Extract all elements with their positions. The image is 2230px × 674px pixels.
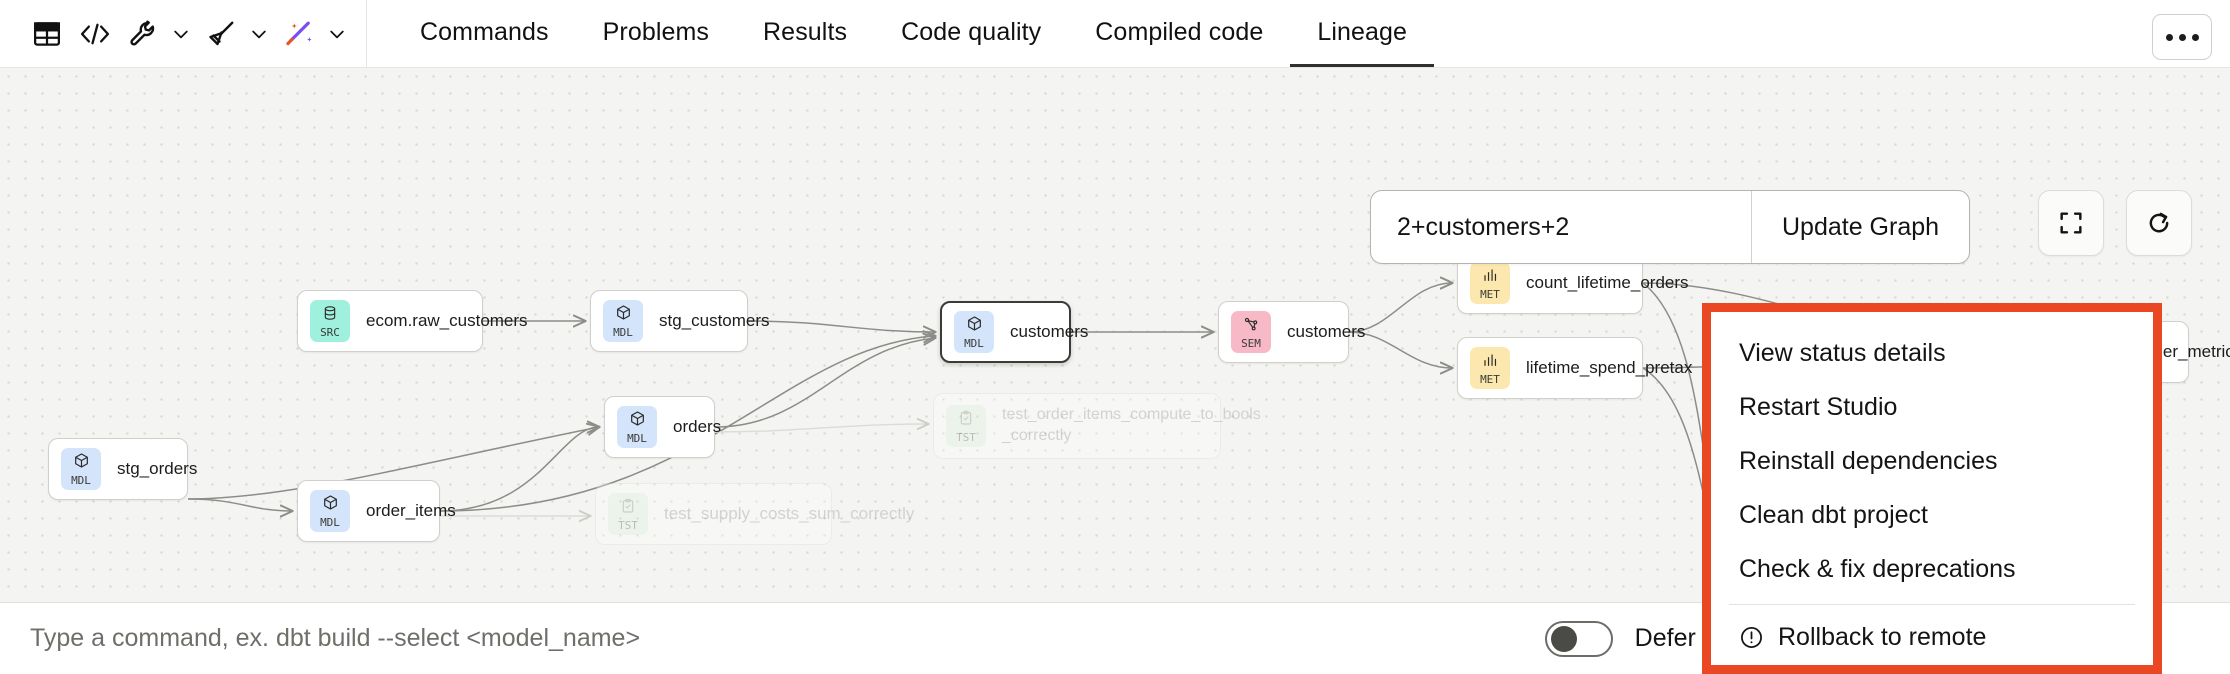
toggle-knob	[1550, 625, 1577, 652]
command-input[interactable]	[0, 624, 1535, 653]
menu-item-view-status-details[interactable]: View status details	[1711, 326, 2153, 380]
node-type-badge-tst: TST	[608, 493, 648, 535]
menu-item-label: View status details	[1739, 338, 1946, 367]
node-type-label: MET	[1480, 287, 1500, 301]
dot	[2165, 33, 2173, 41]
lineage-node-lifetime-spend-pretax[interactable]: MET lifetime_spend_pretax	[1457, 337, 1692, 399]
panel-tabs: Commands Problems Results Code quality C…	[367, 0, 1435, 67]
node-label: count_lifetime_orders	[1526, 272, 1689, 292]
update-graph-button[interactable]: Update Graph	[1751, 191, 1969, 263]
node-type-badge-mdl: MDL	[61, 448, 101, 490]
fullscreen-icon[interactable]	[2038, 190, 2104, 256]
node-type-badge-tst: TST	[946, 405, 986, 447]
menu-item-clean-dbt-project[interactable]: Clean dbt project	[1711, 489, 2153, 543]
menu-item-reinstall-dependencies[interactable]: Reinstall dependencies	[1711, 434, 2153, 488]
context-menu-highlight: View status details Restart Studio Reins…	[1702, 303, 2162, 674]
magic-wand-icon[interactable]	[276, 11, 322, 57]
defer-toggle[interactable]	[1544, 620, 1613, 657]
lineage-node-ecom-raw-customers[interactable]: SRC ecom.raw_customers	[297, 290, 528, 352]
graph-selector-input[interactable]	[1371, 191, 1751, 263]
menu-item-label: Restart Studio	[1739, 392, 1898, 421]
node-label: lifetime_spend_pretax	[1526, 357, 1693, 377]
broom-chevron-down-icon[interactable]	[244, 11, 274, 57]
node-type-badge-src: SRC	[310, 300, 350, 342]
node-label: stg_orders	[117, 458, 198, 478]
node-type-badge-met: MET	[1470, 347, 1510, 389]
tab-problems[interactable]: Problems	[602, 17, 710, 46]
node-type-label: MDL	[627, 432, 647, 445]
tab-lineage[interactable]: Lineage	[1290, 0, 1435, 67]
node-label: stg_customers	[659, 310, 770, 330]
node-label: test_supply_costs_sum_correctly	[664, 503, 915, 523]
code-view-icon[interactable]	[72, 11, 118, 57]
lineage-node-order-items[interactable]: MDL order_items	[297, 480, 456, 542]
tab-compiled-code[interactable]: Compiled code	[1095, 17, 1264, 46]
wrench-icon[interactable]	[120, 11, 166, 57]
node-type-label: MDL	[964, 337, 984, 350]
dot	[2178, 33, 2186, 41]
lineage-node-orders[interactable]: MDL orders	[604, 396, 721, 458]
node-type-label: TST	[956, 430, 976, 444]
node-label: order_items	[366, 500, 456, 520]
node-label: ecom.raw_customers	[366, 310, 528, 330]
studio-actions-menu: View status details Restart Studio Reins…	[1711, 312, 2153, 665]
node-type-badge-mdl: MDL	[617, 406, 657, 448]
tab-code-quality[interactable]: Code quality	[901, 17, 1042, 46]
node-type-label: MDL	[320, 516, 340, 529]
dot	[2191, 33, 2199, 41]
menu-item-label: Reinstall dependencies	[1739, 446, 1998, 475]
graph-selector-group: Update Graph	[1370, 190, 1971, 264]
lineage-node-stg-orders[interactable]: MDL stg_orders	[48, 438, 197, 500]
refresh-icon[interactable]	[2126, 190, 2192, 256]
node-label: customers	[1287, 321, 1366, 341]
node-type-badge-mdl: MDL	[603, 300, 643, 342]
lineage-node-customers-model[interactable]: MDL customers	[940, 301, 1088, 363]
node-type-label: TST	[618, 518, 638, 532]
lineage-node-customers-semantic[interactable]: SEM customers	[1218, 301, 1365, 363]
node-type-badge-mdl: MDL	[310, 490, 350, 532]
menu-item-check-fix-deprecations[interactable]: Check & fix deprecations	[1711, 543, 2153, 597]
toolbar-icon-group	[0, 0, 367, 67]
broom-icon[interactable]	[198, 11, 244, 57]
tools-menu[interactable]	[120, 11, 196, 57]
node-type-label: MDL	[71, 474, 91, 487]
node-type-badge-sem: SEM	[1231, 311, 1271, 353]
lineage-node-test-supply-costs[interactable]: TST test_supply_costs_sum_correctly	[595, 483, 914, 545]
node-label: customers	[1010, 321, 1089, 341]
menu-item-label: Check & fix deprecations	[1739, 555, 2016, 584]
node-type-label: MDL	[613, 326, 633, 339]
menu-item-restart-studio[interactable]: Restart Studio	[1711, 380, 2153, 434]
menu-item-label: Rollback to remote	[1778, 623, 1987, 652]
lineage-node-stg-customers[interactable]: MDL stg_customers	[590, 290, 770, 352]
table-view-icon[interactable]	[24, 11, 70, 57]
node-type-label: MET	[1480, 372, 1500, 386]
lineage-node-test-order-items[interactable]: TST test_order_items_compute_to_bools _c…	[933, 393, 1261, 459]
warning-icon	[1739, 625, 1764, 650]
node-label: orders	[673, 416, 722, 436]
node-type-label: SEM	[1241, 336, 1261, 350]
format-menu[interactable]	[198, 11, 274, 57]
ai-menu[interactable]	[276, 11, 352, 57]
node-label: test_order_items_compute_to_bools _corre…	[1002, 406, 1261, 444]
menu-item-label: Clean dbt project	[1739, 501, 1929, 530]
wrench-chevron-down-icon[interactable]	[166, 11, 196, 57]
ai-chevron-down-icon[interactable]	[322, 11, 352, 57]
node-type-label: SRC	[320, 325, 340, 339]
node-type-badge-met: MET	[1470, 262, 1510, 304]
top-toolbar: Commands Problems Results Code quality C…	[0, 0, 2230, 68]
more-options-icon[interactable]	[2152, 14, 2212, 60]
node-type-badge-mdl: MDL	[954, 311, 994, 353]
tab-commands[interactable]: Commands	[420, 17, 549, 46]
menu-item-rollback-to-remote[interactable]: Rollback to remote	[1711, 611, 2153, 665]
tab-results[interactable]: Results	[763, 17, 848, 46]
menu-divider	[1729, 603, 2135, 605]
